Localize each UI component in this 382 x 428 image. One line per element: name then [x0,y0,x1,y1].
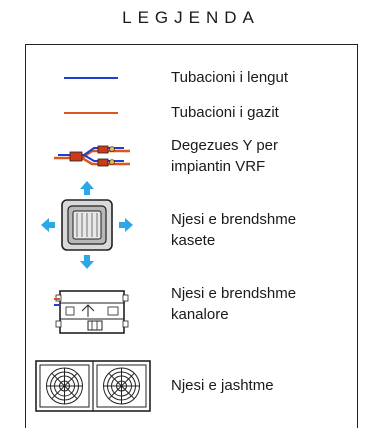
legend-row-liquid-pipe: Tubacioni i lengut [26,67,357,89]
legend-label-liquid-pipe: Tubacioni i lengut [171,69,289,86]
legend-row-ducted: Njesi e brendshme kanalore [26,279,357,339]
gas-pipe-icon [64,112,118,114]
ducted-unit-icon [54,290,129,334]
legend-row-cassette: Njesi e brendshme kasete [26,179,357,269]
legend-label-gas-pipe: Tubacioni i gazit [171,104,279,121]
cassette-unit-icon [41,181,133,269]
legend-row-y-branch: Degezues Y per impiantin VRF [26,135,357,181]
legend-row-gas-pipe: Tubacioni i gazit [26,102,357,124]
liquid-pipe-icon [64,77,118,79]
legend-frame: Tubacioni i lengut Tubacioni i gazit Deg… [25,44,358,428]
outdoor-unit-icon [35,360,151,412]
legend-row-outdoor: Njesi e jashtme [26,357,357,413]
legend-label-y-branch: Degezues Y per impiantin VRF [171,137,279,175]
legend-title: LEGJENDA [122,8,260,27]
legend-label-outdoor: Njesi e jashtme [171,377,274,394]
legend-label-cassette: Njesi e brendshme kasete [171,211,297,249]
legend-label-ducted: Njesi e brendshme kanalore [171,285,297,323]
y-branch-icon [54,145,130,167]
